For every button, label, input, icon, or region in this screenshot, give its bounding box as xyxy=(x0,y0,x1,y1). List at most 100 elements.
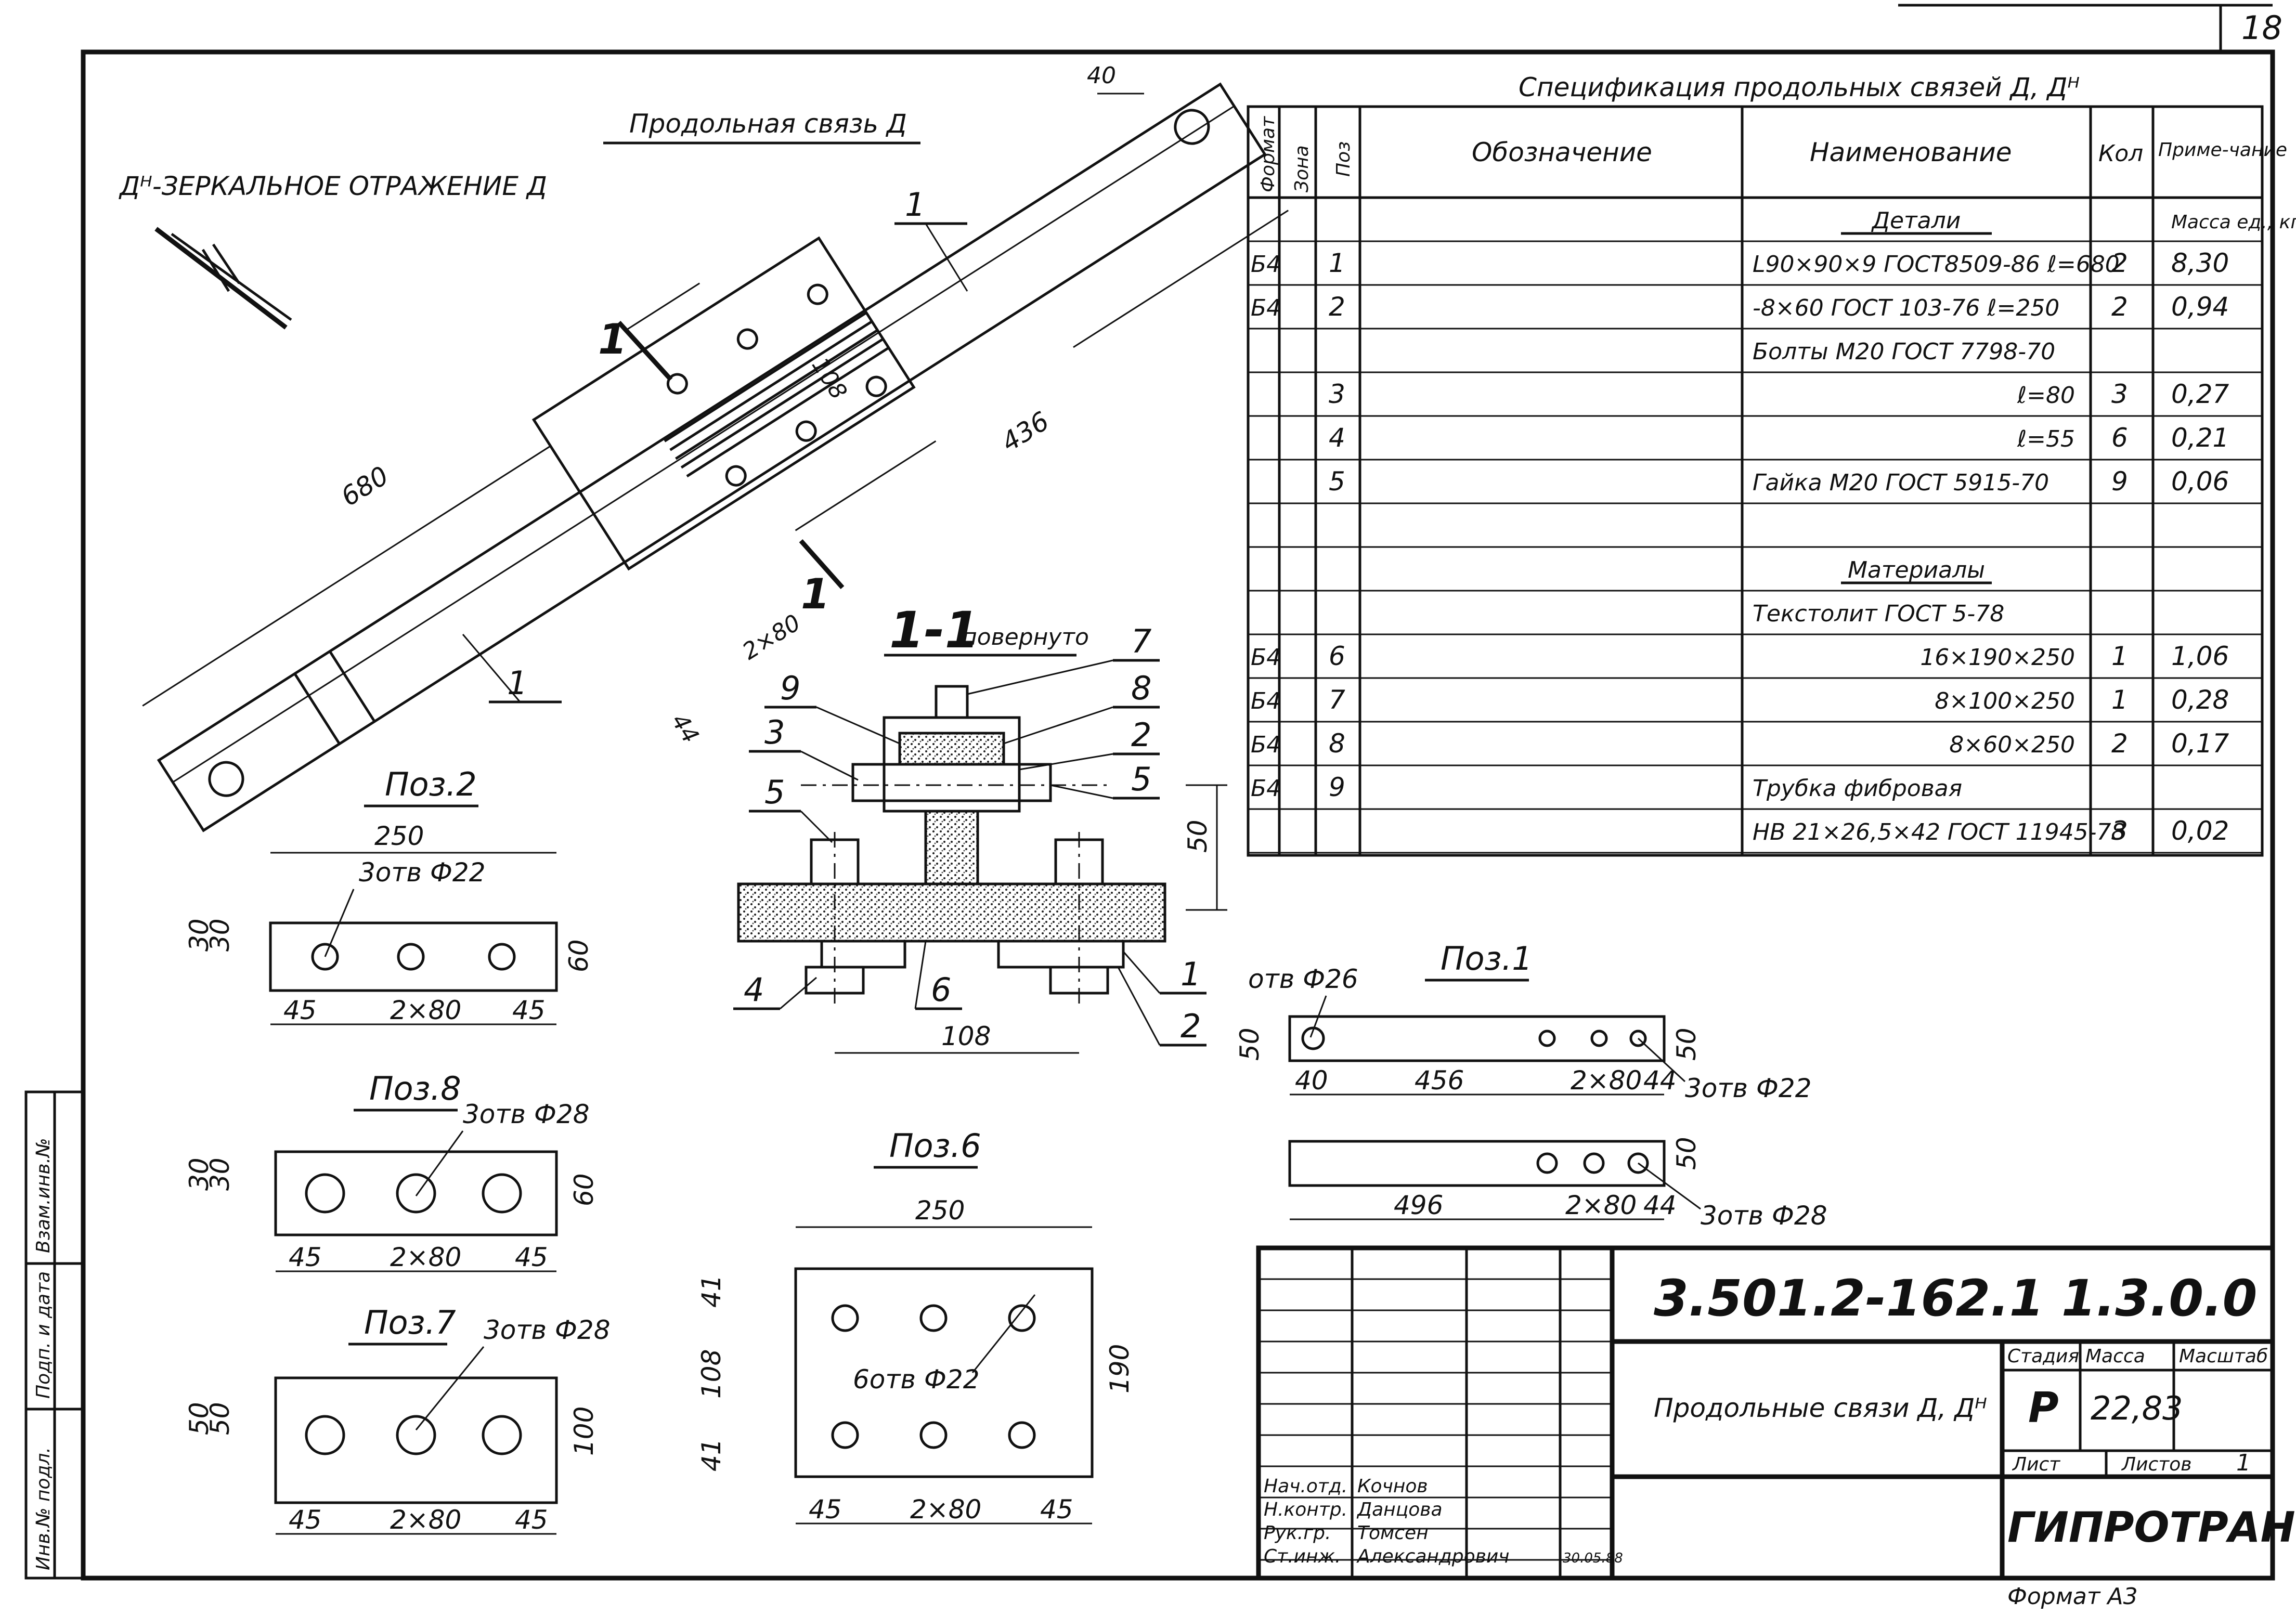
spec-header-designation: Обозначение xyxy=(1472,137,1652,167)
pos-label-1b: 1 xyxy=(507,664,527,702)
poz6-plate xyxy=(794,1267,1094,1478)
callout-6: 6 xyxy=(931,971,951,1009)
spec-cell-name: 8×60×250 xyxy=(1949,732,2075,758)
sheet-frame xyxy=(81,49,2275,1581)
poz8-dim-45a: 45 xyxy=(289,1242,322,1272)
side-stamp: Инв.№ подл. Подп. и дата Взам.инв.№ xyxy=(24,1090,85,1580)
spec-cell-name: Гайка М20 ГОСТ 5915-70 xyxy=(1753,470,2049,496)
poz2-holes: 3отв Ф22 xyxy=(359,857,486,888)
spec-header-qty: Кол xyxy=(2098,140,2143,167)
poz6-dim-2x80: 2×80 xyxy=(910,1494,981,1525)
spec-cell-note: 0,02 xyxy=(2171,816,2229,846)
signer-role: Н.контр. xyxy=(1264,1499,1347,1520)
spec-cell-qty: 1 xyxy=(2111,685,2128,715)
spec-cell-qty: 6 xyxy=(2111,423,2128,453)
org-name: ГИПРОТРАНСПУТЬ xyxy=(2007,1503,2296,1552)
signers: Нач.отд.КочновН.контр.ДанцоваРук.гр.Томс… xyxy=(1264,1476,1623,1567)
spec-cell-note: 0,06 xyxy=(2171,466,2229,497)
poz7-holes: 3отв Ф28 xyxy=(484,1315,611,1345)
dim-680: 680 xyxy=(336,460,394,512)
detail-poz8: Поз.8 3отв Ф28 45 2×80 45 30 30 60 xyxy=(184,1070,599,1272)
spec-cell-name: 8×100×250 xyxy=(1935,688,2075,714)
poz1-bar-a xyxy=(1288,1015,1666,1062)
spec-cell-qty: 3 xyxy=(2111,816,2128,846)
spec-cell-name: Детали xyxy=(1871,207,1961,234)
spec-cell-note: 0,17 xyxy=(2171,728,2229,759)
signer-role: Рук.гр. xyxy=(1264,1522,1331,1544)
callout-2-top: 2 xyxy=(1131,716,1151,754)
spec-table: Спецификация продольных связей Д, Дᴴ Фор… xyxy=(1247,72,2296,857)
sheets-label: Листов xyxy=(2121,1454,2191,1475)
poz1-dim-496: 496 xyxy=(1394,1190,1443,1220)
poz8-dim-2x80: 2×80 xyxy=(390,1242,461,1272)
poz8-dim-30a: 30 xyxy=(184,1157,214,1191)
callout-3: 3 xyxy=(764,713,785,751)
poz6-title: Поз.6 xyxy=(889,1127,981,1165)
poz1-bar-b xyxy=(1288,1140,1666,1187)
end-hole-right xyxy=(1174,109,1210,145)
spec-cell-note: Масса ед., кг xyxy=(2171,212,2296,233)
poz2-dim-45a: 45 xyxy=(283,995,317,1025)
format-label: Формат A3 xyxy=(2007,1583,2138,1610)
poz6-dim-45b: 45 xyxy=(1040,1494,1073,1525)
poz8-dim-30b: 30 xyxy=(205,1157,235,1191)
stage-value: Р xyxy=(2028,1384,2059,1432)
spec-cell-name: Материалы xyxy=(1848,557,1985,583)
detail-poz2: Поз.2 250 3отв Ф22 45 2×80 45 30 30 60 xyxy=(184,765,594,1025)
signer-name: Томсен xyxy=(1357,1522,1429,1544)
detail-poz1: Поз.1 отв Ф26 40 456 2×80 44 3отв Ф22 50… xyxy=(1235,940,1827,1231)
main-view: 680 436 108 2×80 44 40 1 1 1 1 xyxy=(142,62,1289,832)
poz8-holes: 3отв Ф28 xyxy=(463,1099,590,1129)
spec-cell-format: Б4 xyxy=(1251,644,1281,671)
poz7-dim-50a: 50 xyxy=(184,1402,214,1435)
poz6-holes: 6отв Ф22 xyxy=(853,1364,980,1395)
poz8-dim-45b: 45 xyxy=(515,1242,548,1272)
spec-cell-name: ℓ=80 xyxy=(2017,382,2075,409)
spec-cell-pos: 9 xyxy=(1329,772,1345,802)
spec-cell-format: Б4 xyxy=(1251,732,1281,758)
poz6-dim-190: 190 xyxy=(1105,1344,1135,1393)
section-1-1: 1-1 повернуто 7 8 2 9 3 5 5 xyxy=(733,601,1227,1054)
joint-plate xyxy=(531,236,916,571)
spec-cell-pos: 8 xyxy=(1329,728,1345,759)
spec-cell-name: L90×90×9 ГОСТ8509-86 ℓ=680 xyxy=(1753,251,2120,278)
spec-cell-qty: 2 xyxy=(2111,728,2128,759)
poz1-title: Поз.1 xyxy=(1441,940,1533,978)
spec-rows: Детали Масса ед., кг Б4 1 L90×90×9 ГОСТ8509-… xyxy=(1248,207,2296,854)
detail-poz6: Поз.6 250 6отв Ф22 45 2×80 45 41 108 41 … xyxy=(696,1127,1135,1525)
poz2-plate xyxy=(269,921,558,992)
dim-44: 44 xyxy=(666,709,704,748)
poz2-dim-60: 60 xyxy=(564,939,594,972)
spec-cell-pos: 7 xyxy=(1329,685,1345,715)
pos-label-1a: 1 xyxy=(905,186,925,224)
side-stamp-swap: Взам.инв.№ xyxy=(33,1138,54,1253)
poz8-plate xyxy=(274,1150,558,1236)
spec-cell-qty: 2 xyxy=(2111,248,2128,278)
callout-5-left: 5 xyxy=(764,773,785,811)
stage-label: Стадия xyxy=(2007,1346,2079,1367)
spec-cell-pos: 4 xyxy=(1329,423,1345,453)
spec-cell-pos: 1 xyxy=(1329,248,1345,278)
mass-value: 22,83 xyxy=(2091,1389,2183,1427)
poz1-dim-50b: 50 xyxy=(1671,1027,1702,1061)
callout-7: 7 xyxy=(1131,622,1151,660)
signer-name: Александрович xyxy=(1356,1546,1510,1567)
spec-cell-format: Б4 xyxy=(1251,251,1281,278)
spec-cell-format: Б4 xyxy=(1251,688,1281,714)
poz1-dim-50a: 50 xyxy=(1235,1027,1265,1061)
poz1-dim-50c: 50 xyxy=(1671,1137,1702,1170)
poz1-dim-44: 44 xyxy=(1643,1065,1677,1096)
side-stamp-inv: Инв.№ подл. xyxy=(33,1447,54,1570)
spec-header-zone: Зона xyxy=(1291,145,1313,192)
poz2-dim-45b: 45 xyxy=(512,995,546,1025)
spec-cell-name: Болты М20 ГОСТ 7798-70 xyxy=(1753,338,2055,365)
poz7-plate xyxy=(274,1376,558,1504)
signer-name: Кочнов xyxy=(1357,1476,1428,1497)
signer-role: Нач.отд. xyxy=(1264,1476,1347,1497)
end-hole-left xyxy=(208,761,244,797)
spec-cell-qty: 3 xyxy=(2111,379,2128,409)
section-mark-top: 1 xyxy=(598,315,627,363)
spec-title: Спецификация продольных связей Д, Дᴴ xyxy=(1519,72,2080,102)
poz6-dim-45a: 45 xyxy=(809,1494,842,1525)
spec-cell-pos: 3 xyxy=(1329,379,1345,409)
